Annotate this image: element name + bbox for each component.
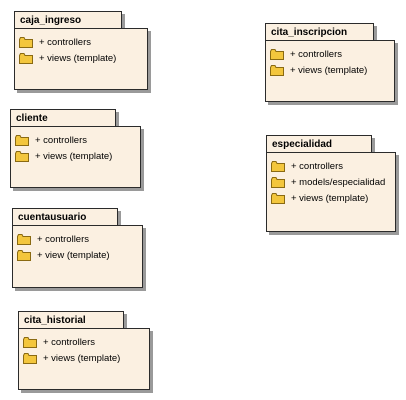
folder-icon xyxy=(17,233,31,245)
folder-icon xyxy=(19,52,33,64)
package-name: cita_historial xyxy=(24,315,86,326)
list-item: + models/especialidad xyxy=(271,174,385,190)
folder-icon xyxy=(15,134,29,146)
folder-icon xyxy=(23,336,37,348)
package-tab: especialidad xyxy=(266,135,372,153)
item-label: + controllers xyxy=(39,36,92,48)
package-name: especialidad xyxy=(272,139,333,150)
item-label: + views (template) xyxy=(35,150,113,162)
folder-icon xyxy=(19,36,33,48)
package-tab: cuentausuario xyxy=(12,208,118,226)
list-item: + controllers xyxy=(270,46,367,62)
package-name: cita_inscripcion xyxy=(271,27,348,38)
package-body: + controllers + views (template) xyxy=(10,126,141,188)
item-label: + views (template) xyxy=(290,64,368,76)
item-label: + controllers xyxy=(43,336,96,348)
list-item: + views (template) xyxy=(270,62,367,78)
folder-icon xyxy=(270,48,284,60)
item-label: + controllers xyxy=(291,160,344,172)
list-item: + controllers xyxy=(271,158,385,174)
package-name: cliente xyxy=(16,113,48,124)
item-label: + models/especialidad xyxy=(291,176,386,188)
package-name: caja_ingreso xyxy=(20,15,82,26)
package-tab: caja_ingreso xyxy=(14,11,122,29)
list-item: + controllers xyxy=(17,231,110,247)
list-item: + controllers xyxy=(23,334,120,350)
item-label: + views (template) xyxy=(291,192,369,204)
folder-icon xyxy=(271,160,285,172)
package-tab: cita_inscripcion xyxy=(265,23,374,41)
folder-icon xyxy=(15,150,29,162)
list-item: + views (template) xyxy=(271,190,385,206)
folder-icon xyxy=(23,352,37,364)
folder-icon xyxy=(270,64,284,76)
item-label: + controllers xyxy=(290,48,343,60)
package-body: + controllers + view (template) xyxy=(12,225,143,288)
package-tab: cliente xyxy=(10,109,116,127)
item-label: + views (template) xyxy=(39,52,117,64)
item-label: + controllers xyxy=(35,134,88,146)
list-item: + controllers xyxy=(19,34,116,50)
package-body: + controllers + views (template) xyxy=(14,28,148,90)
package-tab: cita_historial xyxy=(18,311,124,329)
folder-icon xyxy=(271,176,285,188)
package-body: + controllers + views (template) xyxy=(18,328,150,390)
package-body: + controllers + models/especialidad + vi… xyxy=(266,152,396,232)
item-label: + view (template) xyxy=(37,249,110,261)
item-label: + views (template) xyxy=(43,352,121,364)
package-body: + controllers + views (template) xyxy=(265,40,395,102)
list-item: + views (template) xyxy=(15,148,112,164)
list-item: + views (template) xyxy=(23,350,120,366)
list-item: + views (template) xyxy=(19,50,116,66)
list-item: + view (template) xyxy=(17,247,110,263)
item-label: + controllers xyxy=(37,233,90,245)
list-item: + controllers xyxy=(15,132,112,148)
folder-icon xyxy=(17,249,31,261)
folder-icon xyxy=(271,192,285,204)
package-name: cuentausuario xyxy=(18,212,87,223)
